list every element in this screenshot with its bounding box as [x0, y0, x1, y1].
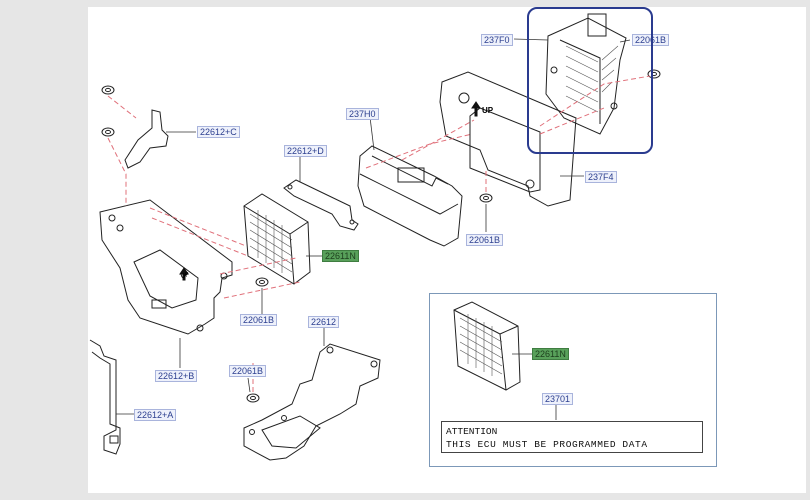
bracket-22612a	[89, 339, 121, 455]
callout-22611n-inset[interactable]: 22611N	[532, 348, 569, 360]
callout-237h0[interactable]: 237H0	[346, 108, 379, 120]
nut-top-left	[101, 85, 115, 95]
highlight-ecu-237f0	[527, 7, 653, 154]
callout-22612d[interactable]: 22612+D	[284, 145, 327, 157]
nut-top-left-2	[101, 127, 115, 137]
callout-237f4[interactable]: 237F4	[585, 171, 617, 183]
callout-22611n-main[interactable]: 22611N	[322, 250, 359, 262]
bracket-22612	[243, 343, 381, 461]
callout-22061b-bottom[interactable]: 22061B	[229, 365, 267, 377]
callout-22612b[interactable]: 22612+B	[155, 370, 198, 382]
nut-22061b-bottom	[246, 393, 260, 403]
inset-panel	[429, 293, 717, 467]
up-arrow-icon	[179, 101, 481, 281]
ecu-module-main	[243, 193, 311, 285]
ecu-housing-237h0	[357, 145, 463, 247]
ecu-unit-237f0	[545, 13, 627, 135]
callout-22612a[interactable]: 22612+A	[134, 409, 177, 421]
callout-22612c[interactable]: 22612+C	[197, 126, 240, 138]
callout-22061b-mid[interactable]: 22061B	[466, 234, 504, 246]
ecu-module-inset	[453, 301, 521, 391]
up-label-right: UP	[482, 106, 494, 115]
diagram-sheet	[88, 7, 806, 493]
callout-23701[interactable]: 23701	[542, 393, 574, 405]
callout-22061b-top[interactable]: 22061B	[632, 34, 670, 46]
callout-22061b-left[interactable]: 22061B	[240, 314, 278, 326]
nut-22061b-left	[255, 277, 269, 287]
bracket-22612c	[124, 109, 169, 169]
callout-237f0[interactable]: 237F0	[481, 34, 513, 46]
attention-label: ATTENTION THIS ECU MUST BE PROGRAMMED DA…	[441, 421, 703, 453]
callout-22612[interactable]: 22612	[308, 316, 340, 328]
attention-text: THIS ECU MUST BE PROGRAMMED DATA	[446, 439, 648, 450]
attention-title: ATTENTION	[446, 426, 498, 437]
nut-22061b-mid	[479, 193, 493, 203]
mounting-strip-22612d	[283, 179, 359, 231]
bracket-plate-22612b	[99, 199, 233, 335]
